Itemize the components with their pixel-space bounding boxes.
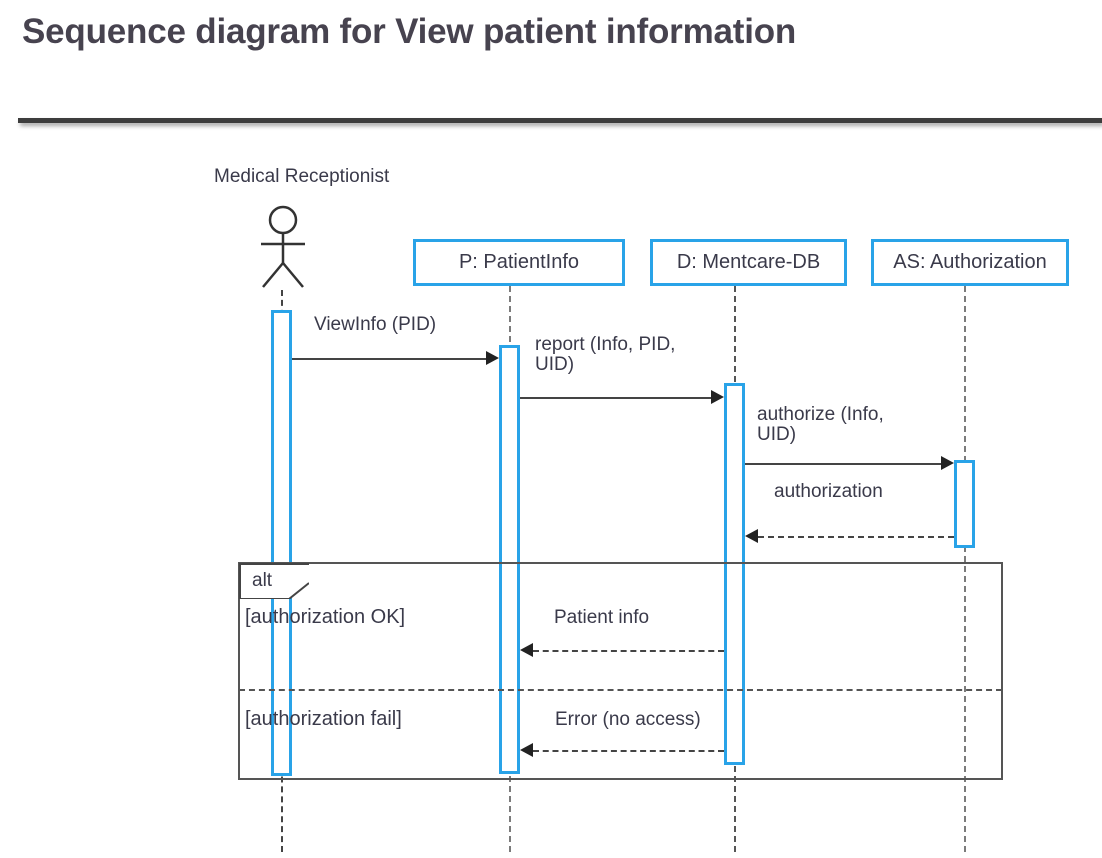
arrowhead-left-icon [520, 643, 533, 657]
stick-figure-actor-icon [261, 205, 305, 288]
alt-fragment-divider [239, 689, 1002, 691]
participant-box-as-authorization[interactable]: AS: Authorization [871, 239, 1069, 286]
arrowhead-left-icon [745, 529, 758, 543]
activation-bar-d-mentcare-db [724, 383, 745, 765]
actor-label-medical-receptionist: Medical Receptionist [214, 166, 390, 187]
arrowhead-left-icon [520, 743, 533, 757]
activation-bar-medical-receptionist [271, 310, 292, 776]
activation-bar-as-authorization [954, 460, 975, 548]
sequence-diagram-canvas: Medical Receptionist P: PatientInfo D: M… [0, 130, 1102, 858]
arrowhead-right-icon [941, 456, 954, 470]
message-label-viewinfo: ViewInfo (PID) [314, 314, 437, 335]
message-line-viewinfo [292, 358, 486, 360]
guard-condition-authorization-fail: [authorization fail] [245, 708, 402, 730]
message-line-authorize [745, 463, 941, 465]
message-label-error-no-access: Error (no access) [555, 709, 701, 730]
message-label-authorize: authorize (Info, UID) [757, 404, 884, 445]
message-line-error-no-access [533, 750, 724, 752]
title-divider-rule [18, 118, 1102, 123]
message-label-authorization: authorization [774, 481, 883, 502]
participant-label: P: PatientInfo [458, 251, 580, 273]
page-title: Sequence diagram for View patient inform… [22, 12, 797, 51]
lifeline-as-authorization [964, 286, 966, 852]
message-line-authorization [758, 536, 954, 538]
message-line-patient-info [533, 650, 724, 652]
arrowhead-right-icon [486, 351, 499, 365]
activation-bar-p-patientinfo [499, 345, 520, 774]
message-line-report [520, 397, 711, 399]
alt-combined-fragment [238, 562, 1003, 780]
participant-label: D: Mentcare-DB [676, 251, 821, 273]
message-label-patient-info: Patient info [554, 607, 650, 628]
message-label-report: report (Info, PID, UID) [535, 334, 676, 375]
arrowhead-right-icon [711, 390, 724, 404]
participant-box-p-patientinfo[interactable]: P: PatientInfo [413, 239, 625, 286]
participant-box-d-mentcare-db[interactable]: D: Mentcare-DB [650, 239, 847, 286]
participant-label: AS: Authorization [893, 251, 1047, 273]
alt-operator-label: alt [252, 570, 273, 591]
guard-condition-authorization-ok: [authorization OK] [245, 606, 406, 628]
